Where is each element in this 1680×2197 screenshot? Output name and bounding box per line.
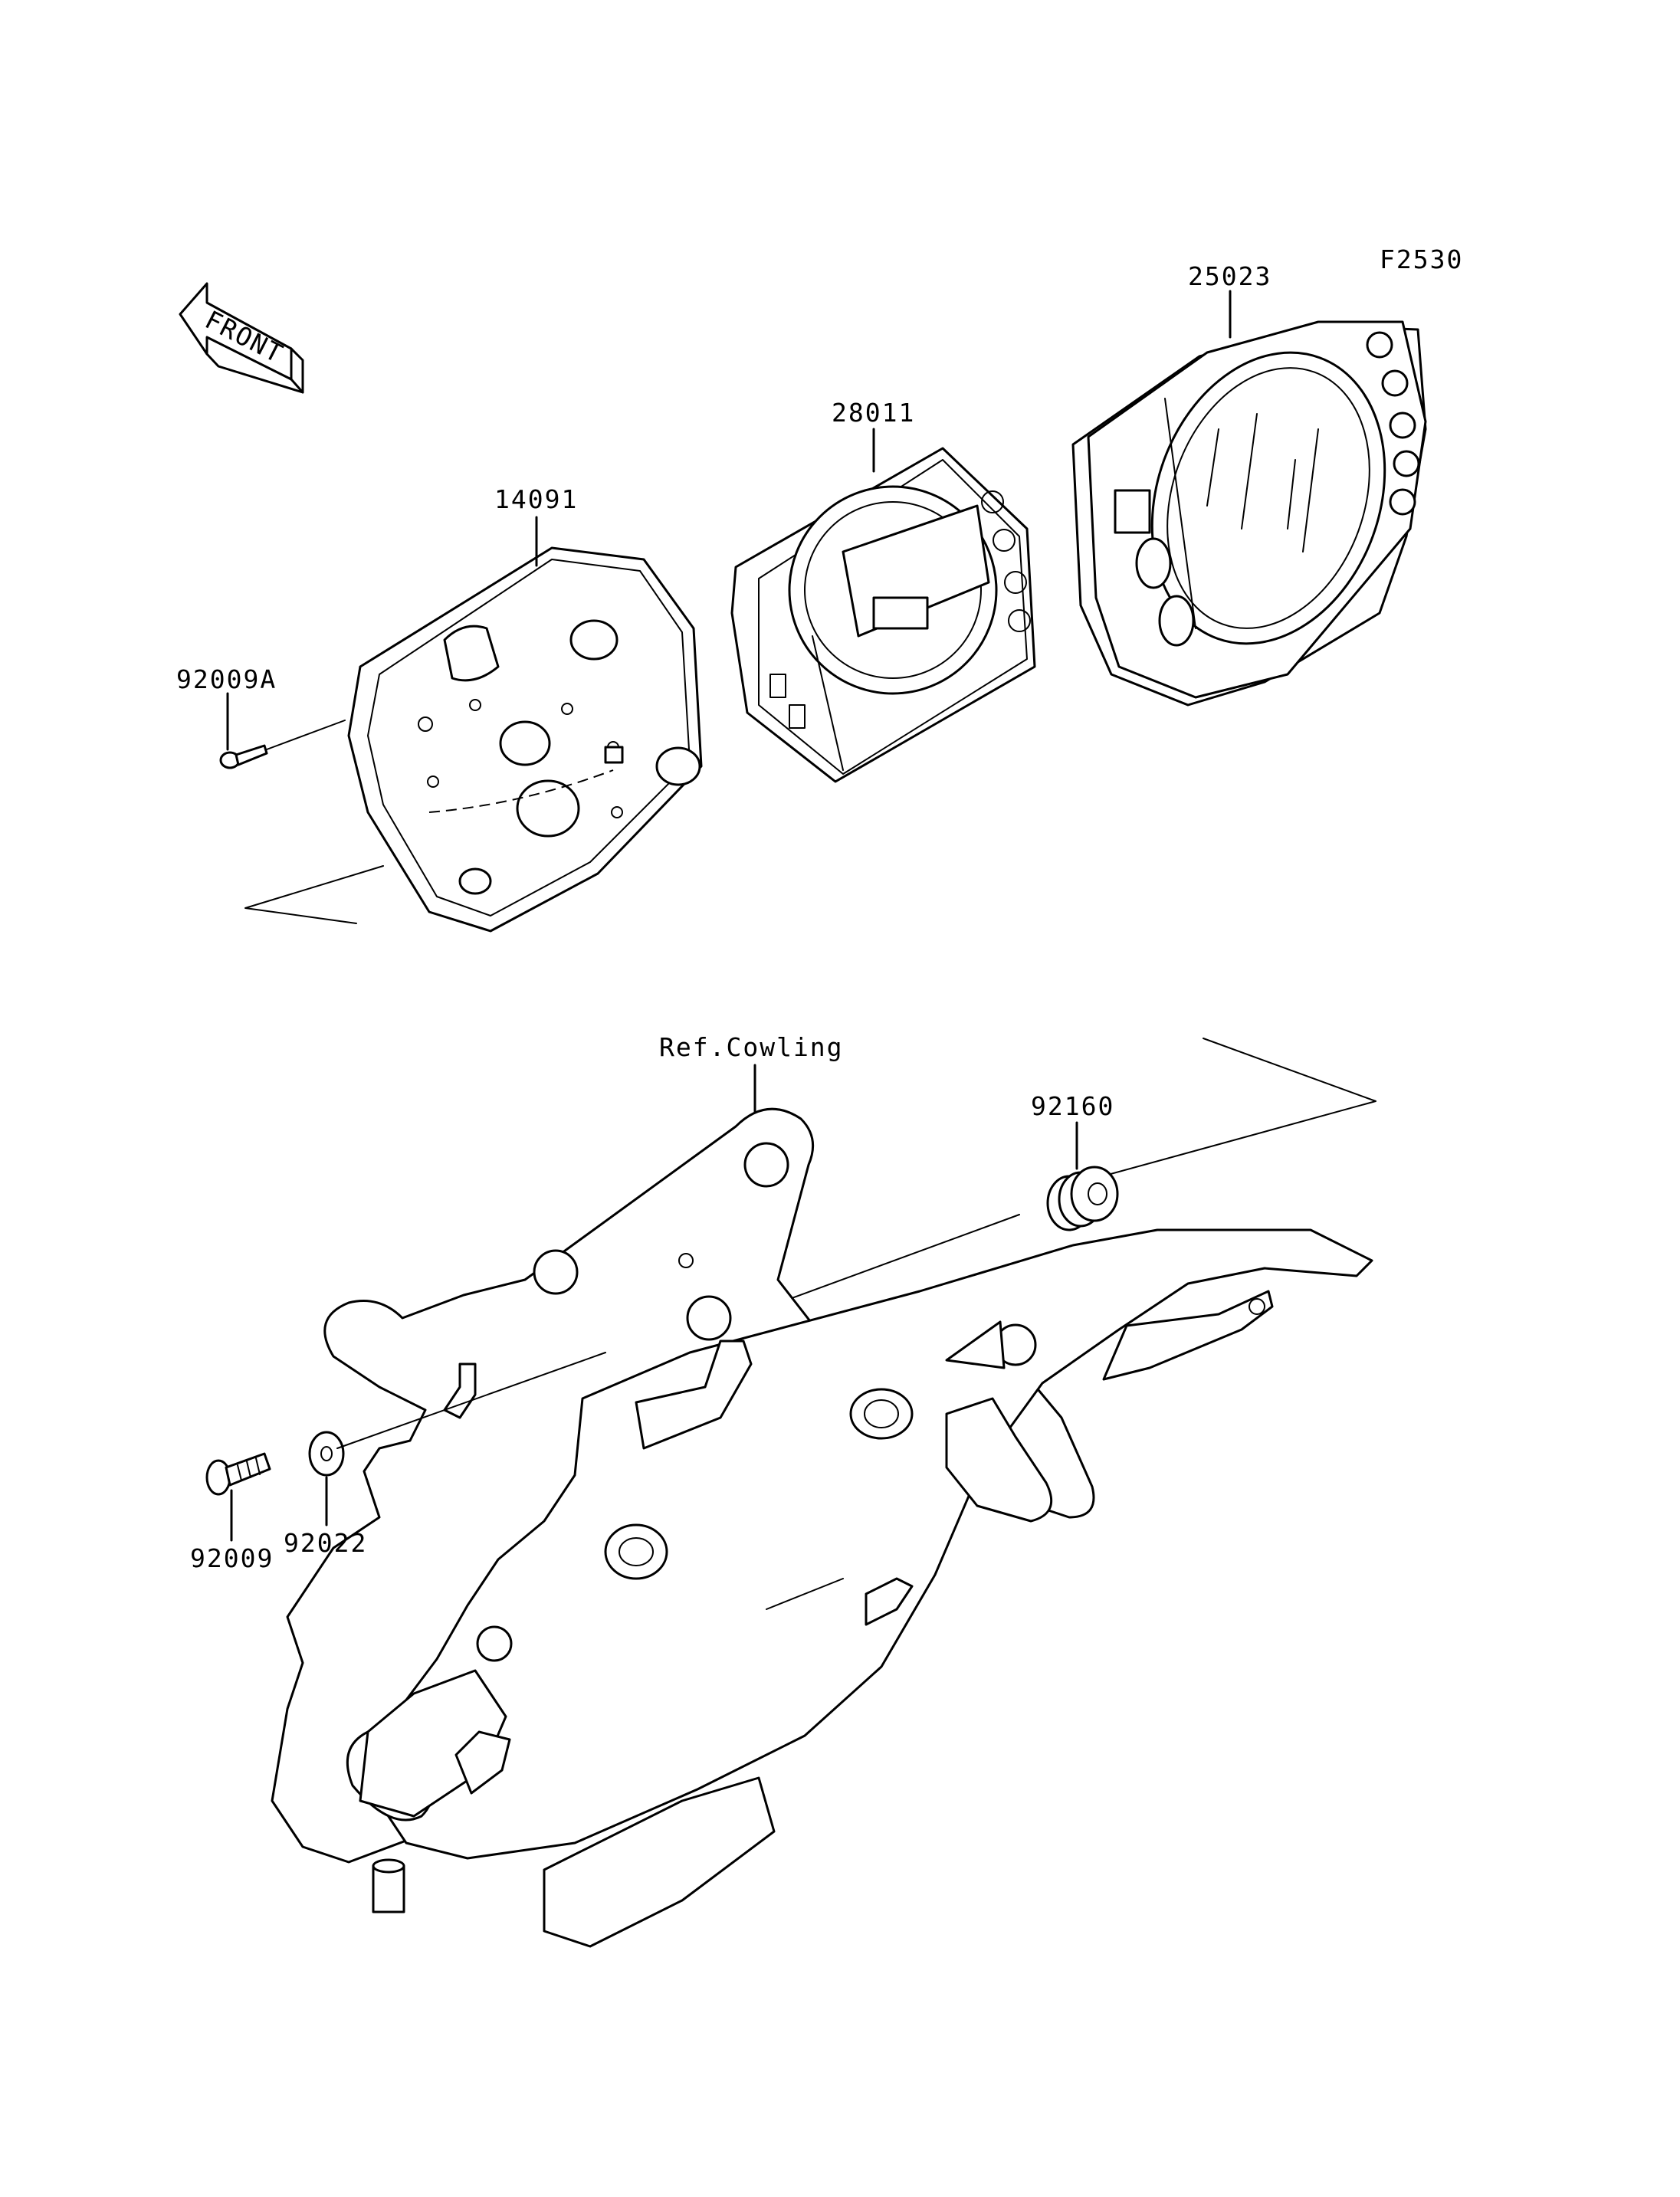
front-arrow-icon: FRONT [179, 282, 304, 394]
reference-line [336, 1352, 606, 1449]
callout-92160: 92160 [1031, 1091, 1114, 1121]
meter-assembly-28011 [730, 447, 1036, 783]
screw-92009a [219, 720, 346, 769]
washer-92022 [308, 1431, 345, 1477]
callout-25023: 25023 [1188, 261, 1271, 291]
screw-92009 [205, 1452, 271, 1496]
callout-92009a: 92009A [176, 664, 277, 694]
callout-92009: 92009 [190, 1543, 274, 1573]
callout-92022: 92022 [284, 1528, 367, 1558]
meter-stay-bracket [271, 1107, 1373, 1948]
reference-line [244, 865, 384, 924]
reference-line [1088, 1038, 1376, 1181]
meter-cover-25023 [1071, 320, 1427, 707]
figure-code: F2530 [1380, 244, 1463, 274]
callout-28011: 28011 [832, 398, 915, 428]
grommet-92160 [1046, 1166, 1119, 1231]
callout-14091: 14091 [494, 484, 578, 514]
callout-ref-cowling: Ref.Cowling [659, 1032, 844, 1062]
meter-case-14091 [347, 546, 703, 933]
